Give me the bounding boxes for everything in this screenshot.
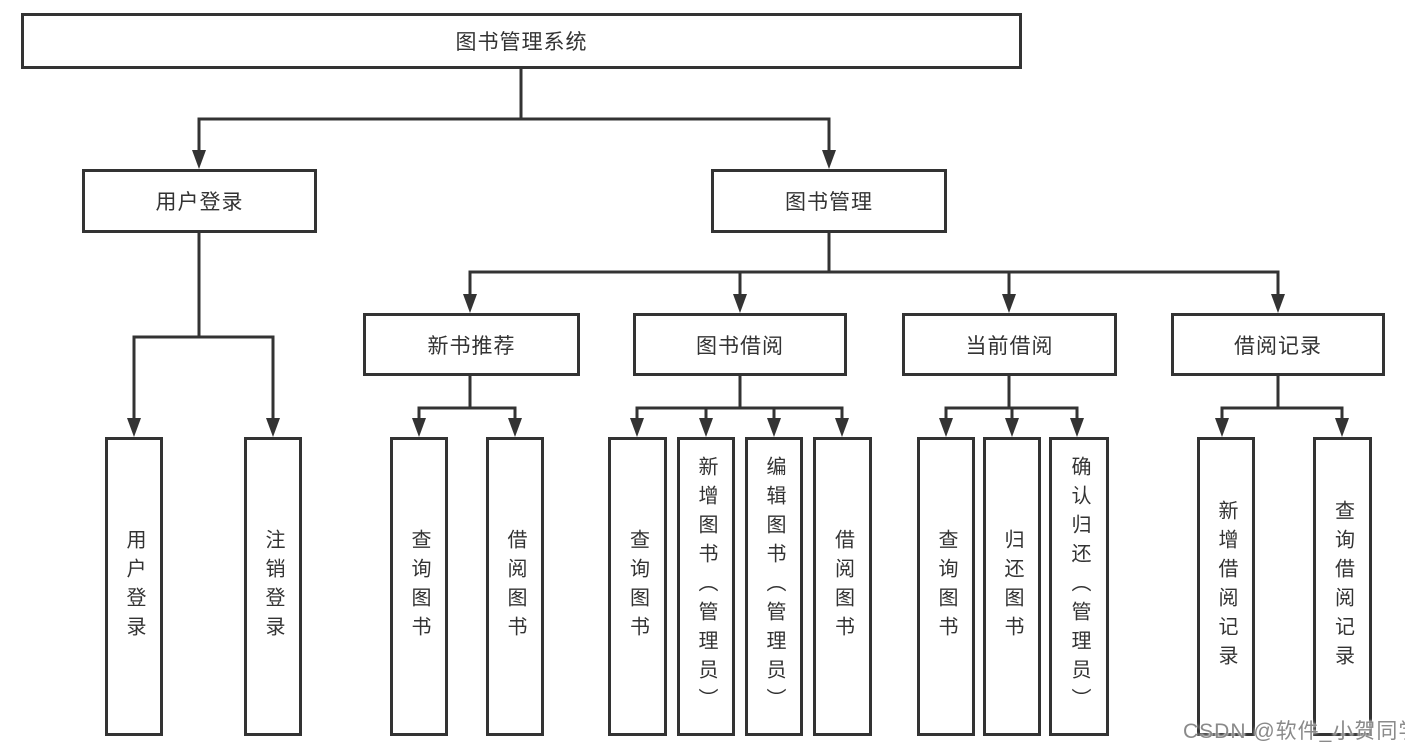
connector-borrow-record-branch <box>1215 373 1349 437</box>
leaf-borrow-books-1-label: 借阅图书 <box>504 528 526 645</box>
node-user-login-label: 用户登录 <box>155 191 244 214</box>
leaf-return-books-label: 归还图书 <box>1001 528 1023 645</box>
connector-root-to-level2 <box>192 68 836 169</box>
node-new-book-recommend: 新书推荐 <box>363 313 580 376</box>
leaf-query-borrow-record-label: 查询借阅记录 <box>1331 499 1354 674</box>
leaf-query-books-3-label: 查询图书 <box>935 528 957 645</box>
leaf-add-books-admin-label: 新增图书（管理员） <box>695 456 717 717</box>
leaf-add-books-admin: 新增图书（管理员） <box>677 437 735 736</box>
leaf-user-login-label: 用户登录 <box>123 528 145 645</box>
node-user-login: 用户登录 <box>82 169 317 233</box>
leaf-borrow-books-1: 借阅图书 <box>486 437 544 736</box>
leaf-logout: 注销登录 <box>244 437 302 736</box>
leaf-user-login: 用户登录 <box>105 437 163 736</box>
connector-book-mgmt-branch <box>463 232 1285 313</box>
node-new-book-recommend-label: 新书推荐 <box>427 334 516 358</box>
node-book-management: 图书管理 <box>711 169 947 233</box>
leaf-query-books-2: 查询图书 <box>608 437 667 736</box>
node-book-borrow: 图书借阅 <box>633 313 847 376</box>
node-borrow-record: 借阅记录 <box>1171 313 1385 376</box>
csdn-watermark: CSDN @软件_小贺同学 <box>1183 720 1405 743</box>
connector-new-book-branch <box>412 375 522 437</box>
leaf-query-borrow-record: 查询借阅记录 <box>1313 437 1372 736</box>
leaf-edit-books-admin-label: 编辑图书（管理员） <box>763 456 785 717</box>
node-borrow-record-label: 借阅记录 <box>1234 334 1322 358</box>
leaf-confirm-return-admin: 确认归还（管理员） <box>1049 437 1109 736</box>
leaf-return-books: 归还图书 <box>983 437 1041 736</box>
node-root-system: 图书管理系统 <box>21 13 1022 69</box>
leaf-borrow-books-2: 借阅图书 <box>813 437 872 736</box>
leaf-confirm-return-admin-label: 确认归还（管理员） <box>1068 456 1090 717</box>
node-current-borrow: 当前借阅 <box>902 313 1117 376</box>
connector-book-borrow-branch <box>630 375 849 437</box>
leaf-add-borrow-record: 新增借阅记录 <box>1197 437 1255 736</box>
leaf-add-borrow-record-label: 新增借阅记录 <box>1215 499 1237 674</box>
leaf-edit-books-admin: 编辑图书（管理员） <box>745 437 803 736</box>
leaf-query-books-2-label: 查询图书 <box>626 528 649 645</box>
leaf-borrow-books-2-label: 借阅图书 <box>831 528 854 645</box>
connector-user-login-branch <box>127 232 280 437</box>
node-current-borrow-label: 当前借阅 <box>965 334 1054 358</box>
leaf-logout-label: 注销登录 <box>262 528 284 645</box>
leaf-query-books-3: 查询图书 <box>917 437 975 736</box>
node-book-borrow-label: 图书借阅 <box>696 334 784 358</box>
leaf-query-books-1: 查询图书 <box>390 437 448 736</box>
node-book-management-label: 图书管理 <box>785 191 873 214</box>
connector-current-borrow-branch <box>939 375 1084 437</box>
node-root-label: 图书管理系统 <box>455 31 588 54</box>
leaf-query-books-1-label: 查询图书 <box>408 528 430 645</box>
